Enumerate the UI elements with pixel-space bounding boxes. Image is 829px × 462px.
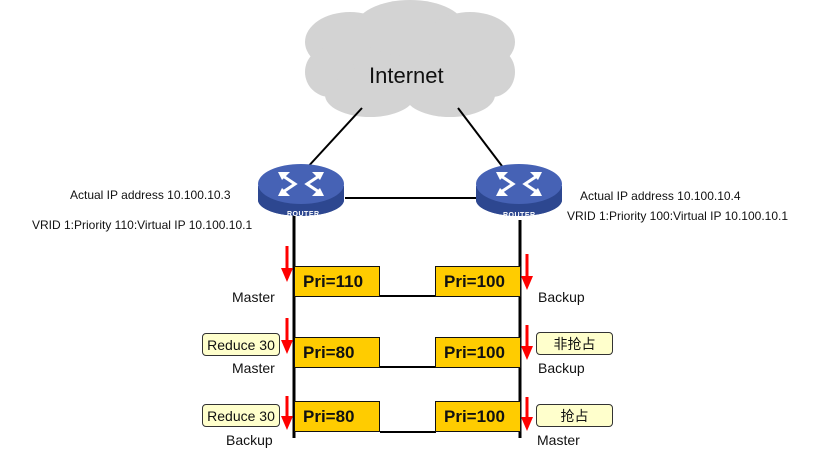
priority-arrow-icon	[281, 318, 293, 354]
stage-3-right-state: Master	[537, 432, 580, 448]
priority-arrow-icon	[281, 246, 293, 282]
stage-2-right-priority: Pri=100	[435, 337, 521, 368]
router-icon	[476, 164, 562, 216]
stage-2-left-priority: Pri=80	[294, 337, 380, 368]
stage-1-left-state: Master	[232, 289, 275, 305]
link-cloud-left	[304, 107, 363, 171]
stage-3-left-priority: Pri=80	[294, 401, 380, 432]
router-icon	[258, 164, 344, 216]
stage-2-right-note: 非抢占	[536, 332, 613, 355]
stage-1-left-priority: Pri=110	[294, 266, 380, 297]
stage-1-right-state: Backup	[538, 289, 585, 305]
router-right-actual-ip: Actual IP address 10.100.10.4	[580, 189, 741, 203]
link-cloud-right	[457, 107, 506, 171]
stage-3-right-priority: Pri=100	[435, 401, 521, 432]
priority-arrow-icon	[521, 397, 533, 431]
stage-1-right-priority: Pri=100	[435, 266, 521, 297]
router-left-label: ROUTER	[287, 211, 320, 218]
cloud-icon	[305, 0, 515, 117]
priority-arrow-icon	[281, 396, 293, 430]
router-left-vrid: VRID 1:Priority 110:Virtual IP 10.100.10…	[32, 218, 253, 232]
priority-arrow-icon	[521, 254, 533, 290]
stage-3-right-note: 抢占	[536, 404, 613, 427]
router-right-vrid: VRID 1:Priority 100:Virtual IP 10.100.10…	[567, 209, 789, 223]
cloud-label: Internet	[369, 63, 444, 88]
stage-2-left-state: Master	[232, 360, 275, 376]
stage-3-left-state: Backup	[226, 432, 273, 448]
stage-3-left-note: Reduce 30	[202, 404, 280, 427]
router-right-label: ROUTER	[503, 212, 536, 219]
stage-2-left-note: Reduce 30	[202, 333, 280, 356]
router-left-actual-ip: Actual IP address 10.100.10.3	[70, 188, 231, 202]
priority-arrow-icon	[521, 325, 533, 360]
stage-2-right-state: Backup	[538, 360, 585, 376]
